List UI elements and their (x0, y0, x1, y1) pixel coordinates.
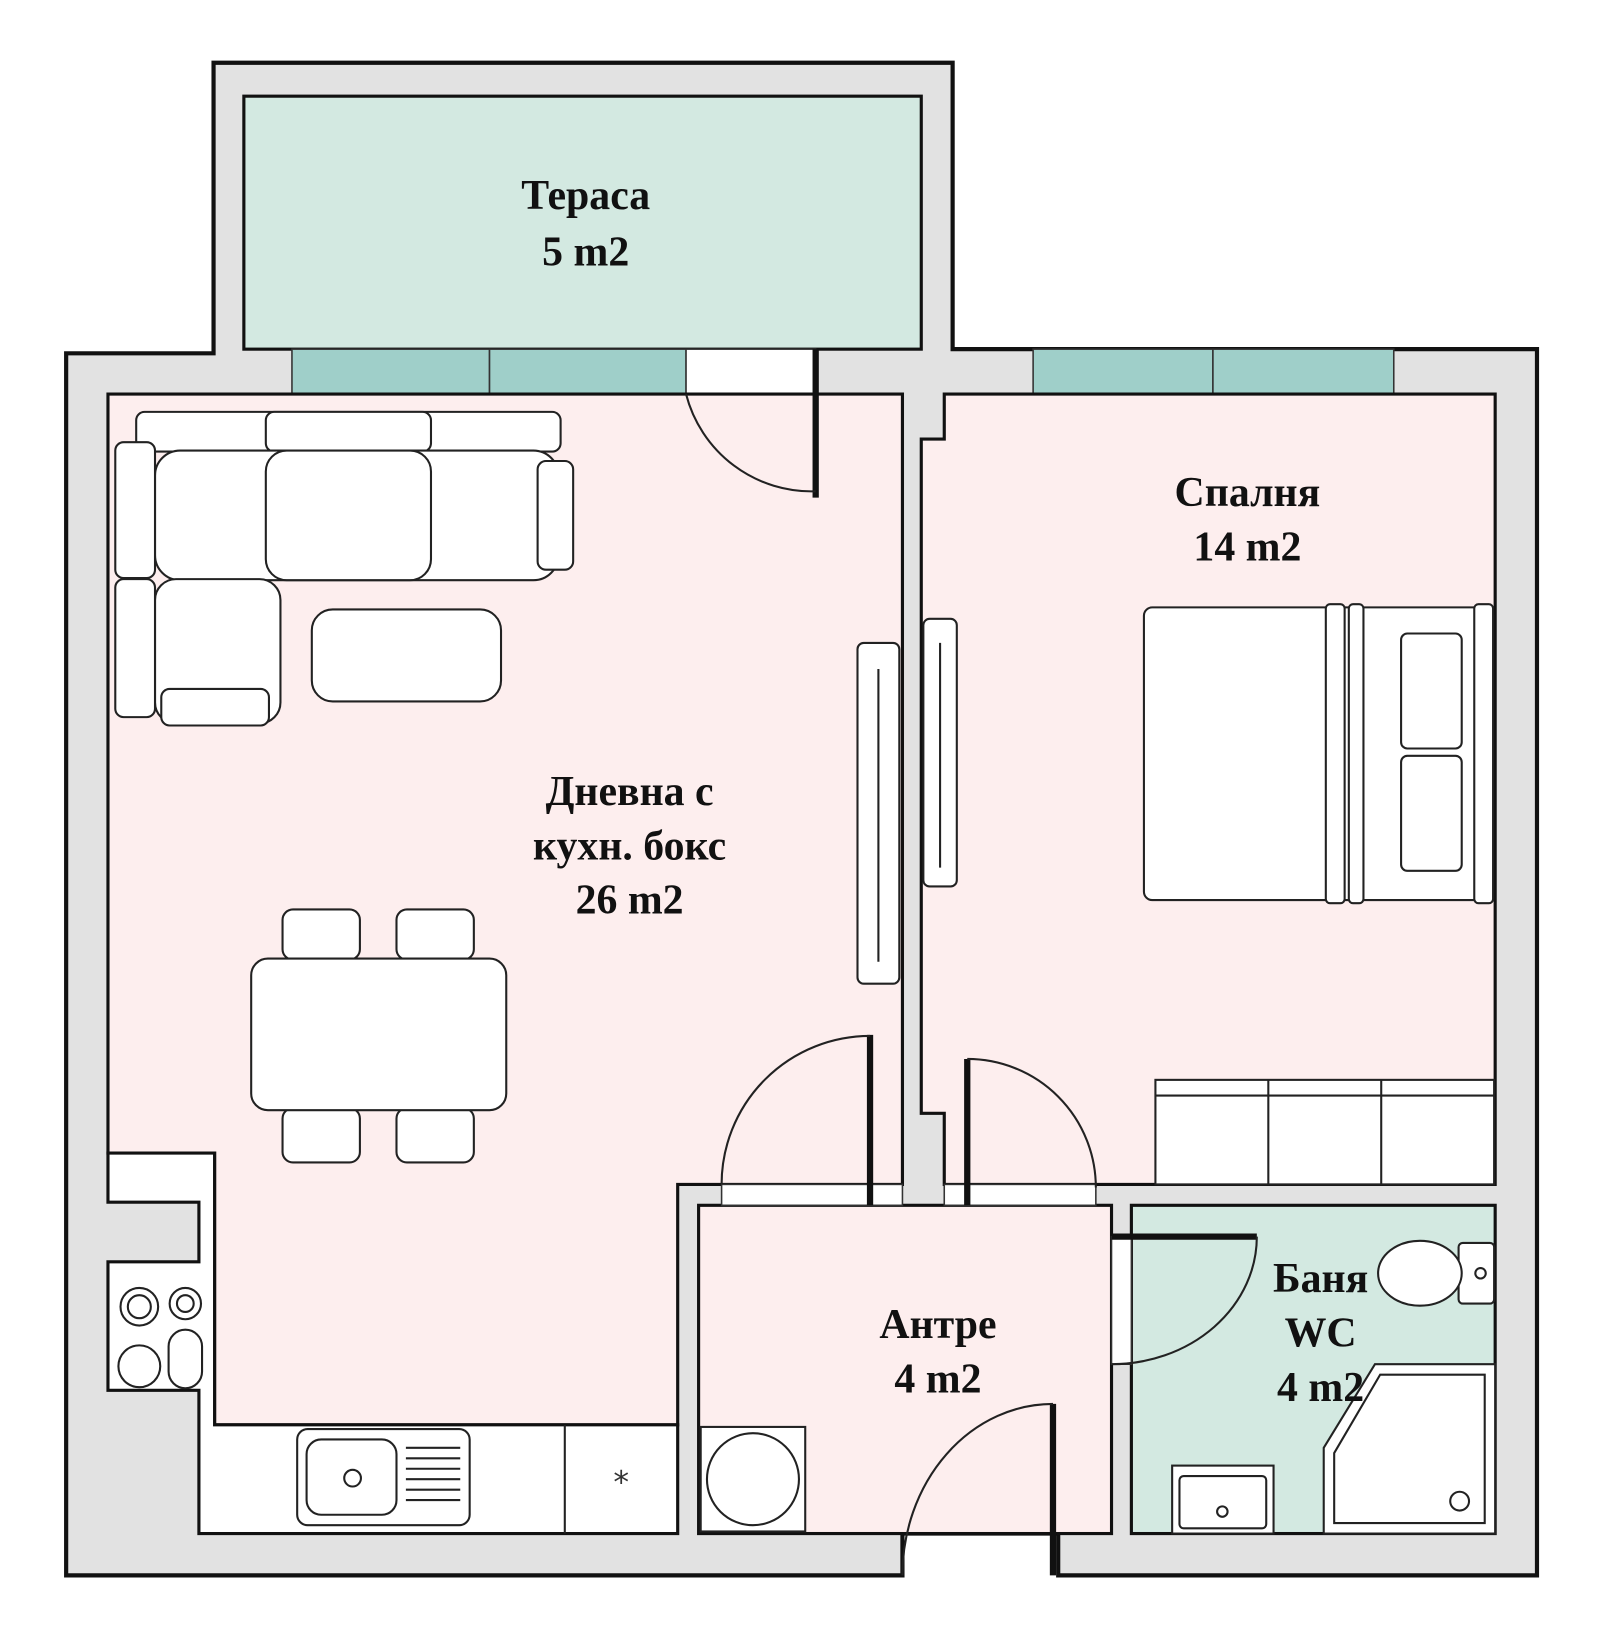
bathroom-label: Баня WC 4 m2 (1273, 1256, 1368, 1411)
terrace-door[interactable] (685, 349, 819, 498)
wardrobe (856, 617, 958, 985)
svg-text:кухн. бокс: кухн. бокс (533, 823, 726, 869)
living-door-opening (720, 1183, 904, 1207)
fridge-icon: * (613, 1465, 629, 1501)
stove (117, 1286, 204, 1390)
sofa (114, 410, 575, 727)
bedroom-door-opening (943, 1183, 1097, 1207)
terrace-label: Тераса 5 m2 (521, 173, 650, 275)
svg-text:Дневна с: Дневна с (546, 769, 714, 815)
dresser (1154, 1078, 1496, 1186)
svg-text:Баня: Баня (1273, 1256, 1368, 1302)
dining-set (250, 908, 508, 1164)
washbasin (1171, 1464, 1275, 1535)
bedroom-window (1032, 348, 1395, 395)
entry-door[interactable] (901, 1402, 1057, 1576)
kitchen-counter (106, 1151, 680, 1536)
svg-text:14 m2: 14 m2 (1193, 524, 1301, 570)
living-label: Дневна с кухн. бокс 26 m2 (533, 769, 726, 924)
living-window (291, 348, 687, 395)
toilet (1377, 1239, 1496, 1307)
svg-text:Спалня: Спалня (1175, 470, 1321, 516)
svg-text:Антре: Антре (879, 1302, 996, 1348)
svg-text:4 m2: 4 m2 (894, 1356, 981, 1402)
shower-tray (1322, 1363, 1497, 1535)
bedroom-label: Спалня 14 m2 (1175, 470, 1321, 570)
svg-text:WC: WC (1285, 1310, 1357, 1356)
coffee-table (310, 608, 503, 703)
washing-machine (699, 1425, 807, 1533)
living-door[interactable] (720, 1034, 874, 1206)
bedroom-door[interactable] (964, 1057, 1097, 1206)
svg-text:5 m2: 5 m2 (542, 230, 629, 276)
bathroom-door[interactable] (1111, 1233, 1258, 1366)
svg-text:Тераса: Тераса (521, 173, 650, 219)
hall-room (697, 1203, 1114, 1536)
svg-text:26 m2: 26 m2 (576, 878, 684, 924)
terrace-room (242, 94, 923, 351)
svg-text:4 m2: 4 m2 (1277, 1365, 1364, 1411)
bathroom-door-opening (1110, 1235, 1133, 1365)
hall-label: Антре 4 m2 (879, 1302, 996, 1402)
terrace-door-opening (685, 348, 817, 395)
sink (296, 1427, 471, 1527)
double-bed (1142, 603, 1495, 905)
